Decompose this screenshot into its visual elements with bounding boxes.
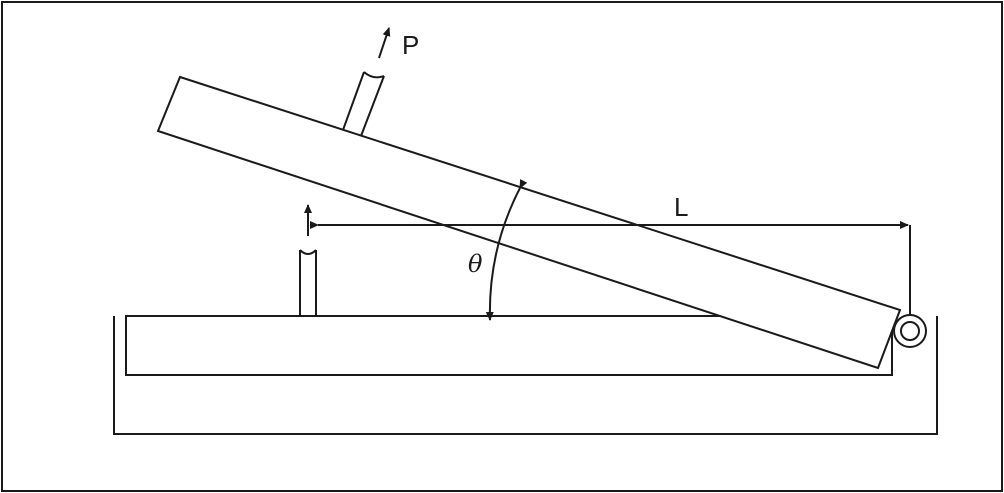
- container-tray: [113, 316, 938, 435]
- base-rod: [299, 249, 317, 316]
- hinge-pin: [893, 314, 927, 348]
- force-label: P: [402, 30, 419, 60]
- tilted-beam: [156, 75, 902, 370]
- length-label: L: [674, 192, 688, 222]
- pull-rod: [342, 71, 385, 137]
- force-arrow: [378, 27, 391, 59]
- angle-label: θ: [468, 250, 483, 278]
- angle-arc: [485, 179, 528, 321]
